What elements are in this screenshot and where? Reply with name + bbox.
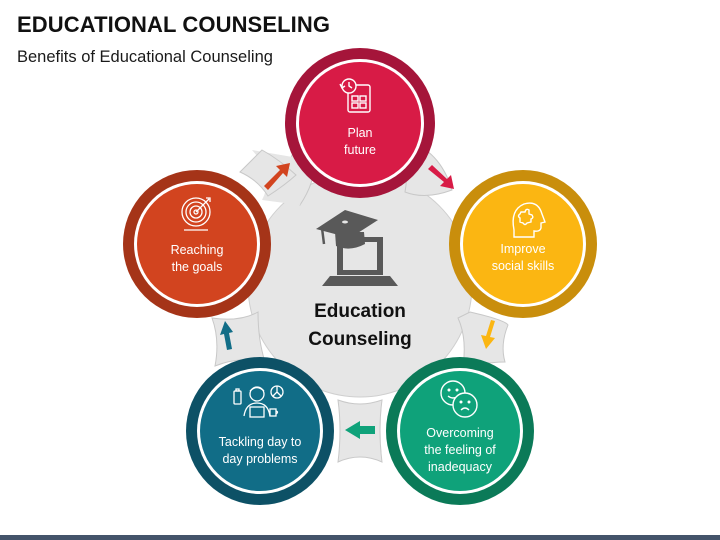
node-label: Plan (347, 126, 372, 140)
target-arrow-icon (181, 197, 211, 231)
graduation-cap-laptop-icon (316, 210, 398, 286)
node-label: Improve (500, 242, 545, 256)
node-reaching-goals: Reaching the goals (123, 170, 271, 318)
node-label: inadequacy (428, 460, 493, 474)
page-subtitle: Benefits of Educational Counseling (17, 48, 273, 66)
head-puzzle-icon (512, 202, 546, 238)
node-label: Tackling day to (219, 435, 302, 449)
node-label: future (344, 143, 376, 157)
node-label: social skills (492, 259, 555, 273)
calendar-clock-icon (339, 78, 371, 113)
arrow-overcoming-to-tackling (345, 421, 375, 439)
arrow-improve-to-overcoming (481, 320, 495, 349)
node-improve-social-skills: Improve social skills (449, 170, 597, 318)
arrow-reaching-to-plan (264, 163, 290, 190)
node-tackling-problems: Tackling day to day problems (186, 357, 334, 505)
node-label: the feeling of (424, 443, 496, 457)
node-label: the goals (172, 260, 223, 274)
node-overcoming-inadequacy: Overcoming the feeling of inadequacy (386, 357, 534, 505)
happy-sad-faces-icon (440, 380, 478, 418)
center-label-line2: Counseling (308, 329, 411, 350)
footer-bar (0, 535, 720, 540)
node-label: Reaching (171, 243, 224, 257)
node-label: Overcoming (426, 426, 493, 440)
node-label: day problems (222, 452, 297, 466)
center-label-line1: Education (314, 301, 406, 322)
stressed-person-laptop-icon (233, 385, 284, 418)
arrow-plan-to-improve (428, 165, 454, 189)
page-title: EDUCATIONAL COUNSELING (17, 12, 331, 37)
arrow-tackling-to-reaching (220, 321, 233, 350)
cycle-connector-background (211, 127, 509, 463)
node-plan-future: Plan future (285, 48, 435, 198)
